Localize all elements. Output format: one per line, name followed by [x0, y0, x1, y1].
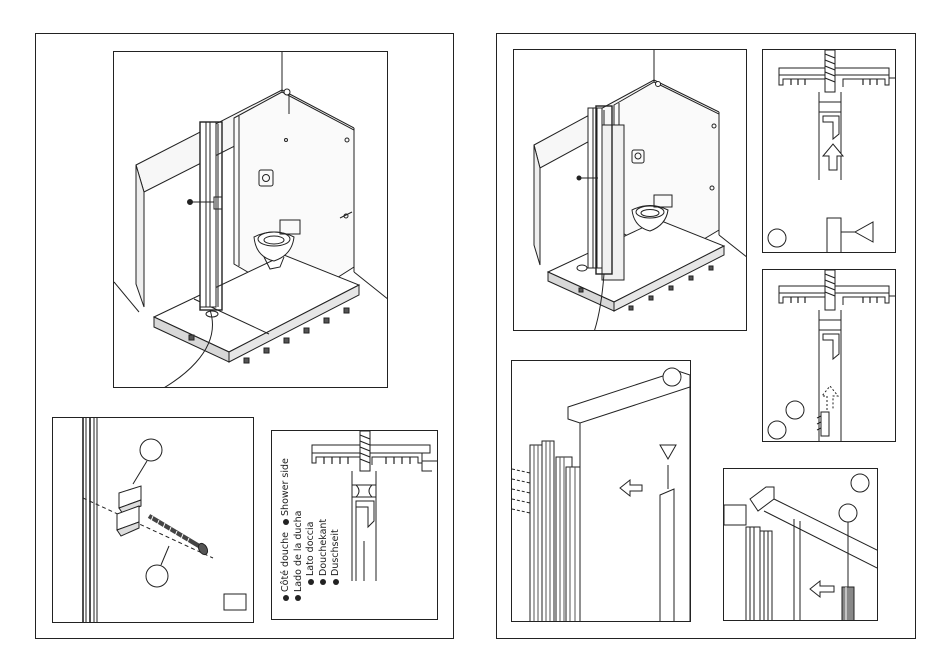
legend-text: Duschseit [330, 529, 341, 576]
bullet-icon [283, 595, 289, 601]
plug-screw-detail [52, 417, 254, 623]
legend-line-de: Duschseit [330, 430, 343, 601]
shower-enclosure-iso-view-2 [513, 49, 747, 331]
profile-insertion-detail [511, 360, 691, 622]
section-detail-middle [762, 269, 896, 442]
bullet-icon [283, 519, 289, 525]
legend-text: Côté douche [280, 532, 291, 592]
bullet-icon [320, 579, 326, 585]
shower-side-legend: Côté douche Shower side Lado de la ducha… [280, 430, 370, 601]
profile-section-detail: Côté douche Shower side Lado de la ducha… [271, 430, 438, 620]
plug-screw-drawing [53, 418, 254, 623]
legend-text: Shower side [280, 458, 291, 516]
bullet-icon [333, 579, 339, 585]
shower-enclosure-iso-view [113, 51, 388, 388]
seal-insertion-drawing [724, 469, 878, 621]
legend-text: Lado de la ducha [293, 511, 304, 592]
bullet-icon [295, 595, 301, 601]
legend-line-nl: Douchekant [318, 430, 331, 601]
section-drawing-top [763, 50, 896, 253]
section-detail-top [762, 49, 896, 253]
section-drawing-middle [763, 270, 896, 442]
seal-insertion-detail [723, 468, 878, 621]
shower-enclosure-drawing [114, 52, 388, 388]
legend-text: Lato doccia [305, 522, 316, 576]
legend-line-fr-en: Côté douche Shower side [280, 430, 293, 601]
legend-line-it: Lato doccia [305, 430, 318, 601]
bullet-icon [308, 579, 314, 585]
legend-text: Douchekant [318, 519, 329, 576]
legend-line-es: Lado de la ducha [293, 430, 306, 601]
shower-enclosure-drawing-2 [514, 50, 747, 331]
profile-insertion-drawing [512, 361, 691, 622]
